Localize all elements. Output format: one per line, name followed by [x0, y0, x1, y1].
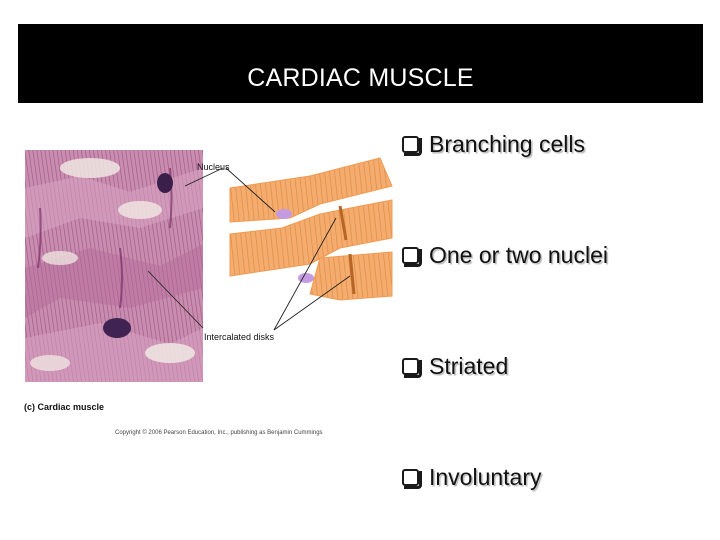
label-nucleus: Nucleus [197, 162, 230, 172]
bullet-item: Branching cells [402, 131, 585, 158]
bullet-text: One or two nuclei [429, 242, 608, 268]
cardiac-muscle-figure: Nucleus Intercalated disks (c) Cardiac m… [24, 150, 393, 436]
checkbox-bullet-icon [402, 136, 422, 156]
bullet-item: One or two nuclei [402, 242, 608, 269]
title-bar: CARDIAC MUSCLE [18, 24, 703, 103]
diagram-nucleus [298, 273, 314, 283]
label-intercalated-disks: Intercalated disks [204, 332, 275, 342]
bullet-item: Striated [402, 353, 508, 380]
figure-caption: (c) Cardiac muscle [24, 402, 104, 412]
micrograph-nucleus [157, 173, 173, 193]
micrograph-image [25, 150, 203, 382]
checkbox-bullet-icon [402, 247, 422, 267]
slide-title: CARDIAC MUSCLE [247, 64, 474, 92]
micrograph-nucleus [103, 318, 131, 338]
bullet-text: Branching cells [429, 131, 585, 157]
figure-copyright: Copyright © 2006 Pearson Education, Inc.… [115, 429, 323, 436]
bullet-item: Involuntary [402, 464, 542, 491]
checkbox-bullet-icon [402, 358, 422, 378]
bullet-text: Striated [429, 353, 509, 379]
leader-lines [147, 167, 351, 331]
bullet-text: Involuntary [429, 464, 542, 490]
checkbox-bullet-icon [402, 469, 422, 489]
diagram-nucleus [276, 209, 292, 219]
bullet-list: Branching cells One or two nuclei Striat… [402, 0, 712, 540]
cell-diagram [229, 157, 393, 301]
